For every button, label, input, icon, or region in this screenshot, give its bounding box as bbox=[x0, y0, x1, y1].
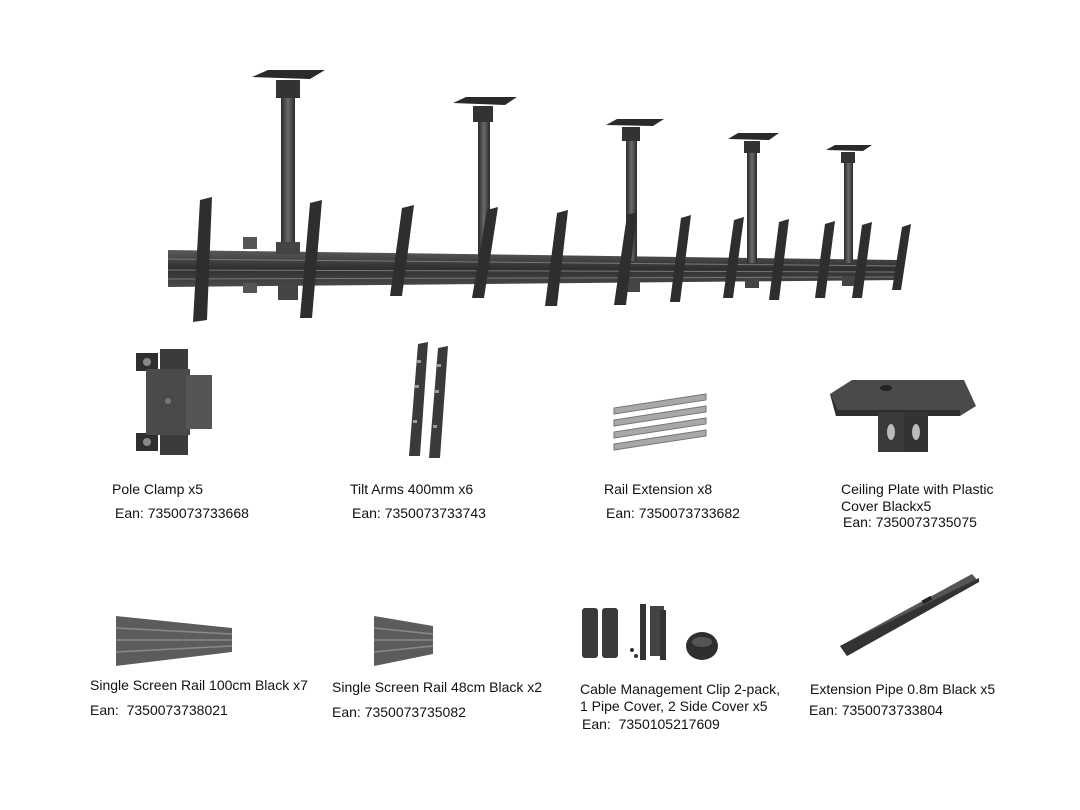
screen-rail-48cm-ean: Ean: 7350073735082 bbox=[332, 704, 466, 720]
pole-clamp-title: Pole Clamp x5 bbox=[112, 481, 204, 497]
screen-rail-48cm-title: Single Screen Rail 48cm Black x2 bbox=[332, 679, 543, 695]
tilt-arms-image bbox=[409, 342, 448, 458]
ceiling-plate-title-line2: Cover Blackx5 bbox=[841, 498, 932, 514]
ceiling-pole-4 bbox=[728, 133, 779, 288]
ceiling-plate-title-line1: Ceiling Plate with Plastic bbox=[841, 481, 994, 497]
ceiling-pole-5 bbox=[826, 145, 872, 286]
cable-clip-title-line1: Cable Management Clip 2-pack, bbox=[580, 681, 780, 697]
screen-rail-100cm-image bbox=[115, 616, 233, 666]
ceiling-plate-ean: Ean: 7350073735075 bbox=[843, 514, 977, 530]
cable-clip-ean: Ean: 7350105217609 bbox=[582, 716, 720, 732]
cable-management-clip-image bbox=[582, 604, 718, 660]
rail-extension-image bbox=[613, 393, 707, 451]
assembled-menu-board-mount bbox=[167, 70, 911, 322]
screen-rail-100cm-title: Single Screen Rail 100cm Black x7 bbox=[90, 677, 308, 693]
extension-pipe-ean: Ean: 7350073733804 bbox=[809, 702, 943, 718]
screen-rail-100cm-ean: Ean: 7350073738021 bbox=[90, 702, 228, 718]
ceiling-pole-1 bbox=[252, 70, 325, 300]
screen-rail-48cm-image bbox=[373, 616, 434, 666]
ceiling-pole-3 bbox=[606, 119, 664, 292]
tilt-arms-ean: Ean: 7350073733743 bbox=[352, 505, 486, 521]
rail-extension-ean: Ean: 7350073733682 bbox=[606, 505, 740, 521]
tilt-arms-title: Tilt Arms 400mm x6 bbox=[350, 481, 474, 497]
ceiling-plate-image bbox=[830, 380, 976, 452]
cable-clip-title-line2: 1 Pipe Cover, 2 Side Cover x5 bbox=[580, 698, 768, 714]
pole-clamp-ean: Ean: 7350073733668 bbox=[115, 505, 249, 521]
extension-pipe-title: Extension Pipe 0.8m Black x5 bbox=[810, 681, 996, 697]
rail-extension-title: Rail Extension x8 bbox=[604, 481, 713, 497]
extension-pipe-image bbox=[840, 574, 979, 656]
pole-clamp-image bbox=[136, 349, 212, 455]
